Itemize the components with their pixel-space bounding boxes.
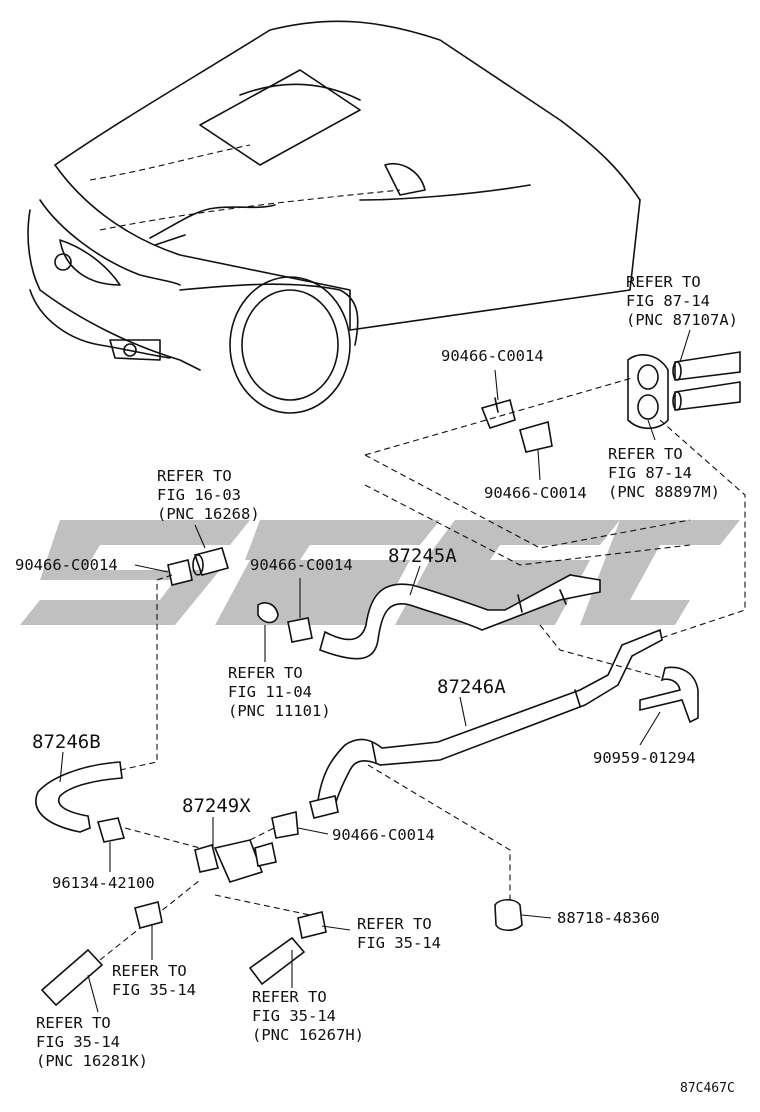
hose-87245a bbox=[319, 574, 601, 660]
label-ref-35-14-a: REFER TO FIG 35-14 bbox=[112, 962, 196, 999]
label-ref-35-14-b: REFER TO FIG 35-14 bbox=[357, 915, 441, 952]
pipe-stub-upper bbox=[672, 351, 741, 411]
label-clamp-top2: 90466-C0014 bbox=[484, 484, 587, 502]
valve-87249x bbox=[194, 839, 277, 883]
label-line: (PNC 16281K) bbox=[36, 1052, 148, 1070]
label-line: (PNC 11101) bbox=[228, 702, 331, 720]
label-line: (PNC 87107A) bbox=[626, 311, 738, 329]
figure-code: 87C467C bbox=[680, 1081, 735, 1096]
clamp-upper-1 bbox=[480, 397, 516, 429]
bracket-part bbox=[639, 666, 699, 724]
label-ref-11101: REFER TO FIG 11-04 (PNC 11101) bbox=[228, 664, 331, 720]
clip-88718 bbox=[494, 898, 523, 932]
label-clamp-low: 90466-C0014 bbox=[332, 826, 435, 844]
label-clamp-left: 90466-C0014 bbox=[15, 556, 118, 574]
clamp-upper-2 bbox=[519, 420, 553, 453]
label-ref-87107a: REFER TO FIG 87-14 (PNC 87107A) bbox=[626, 273, 738, 329]
pipe-16267h bbox=[248, 936, 306, 986]
hose-87246b bbox=[35, 761, 123, 833]
label-ref-16268: REFER TO FIG 16-03 (PNC 16268) bbox=[157, 467, 260, 523]
label-line: FIG 35-14 bbox=[112, 981, 196, 999]
label-hose-87246a: 87246A bbox=[437, 676, 506, 698]
label-line: FIG 35-14 bbox=[252, 1007, 336, 1025]
label-line: FIG 87-14 bbox=[626, 292, 710, 310]
label-line: REFER TO bbox=[112, 962, 187, 980]
clamp-left bbox=[167, 559, 193, 586]
clamp-bottom-left bbox=[134, 901, 163, 929]
clamp-lower bbox=[271, 810, 299, 839]
hose-87246a bbox=[317, 628, 663, 806]
label-line: FIG 35-14 bbox=[357, 934, 441, 952]
label-line: (PNC 16268) bbox=[157, 505, 260, 523]
label-line: REFER TO bbox=[626, 273, 701, 291]
label-line: REFER TO bbox=[608, 445, 683, 463]
pipe-stub-16268 bbox=[192, 547, 230, 576]
label-hose-87246b: 87246B bbox=[32, 731, 101, 753]
label-valve-87249x: 87249X bbox=[182, 795, 251, 817]
car-illustration bbox=[27, 20, 641, 414]
label-line: (PNC 88897M) bbox=[608, 483, 720, 501]
label-line: FIG 16-03 bbox=[157, 486, 241, 504]
label-ref-16267h: REFER TO FIG 35-14 (PNC 16267H) bbox=[252, 988, 364, 1044]
label-line: FIG 87-14 bbox=[608, 464, 692, 482]
label-line: REFER TO bbox=[228, 664, 303, 682]
label-line: FIG 11-04 bbox=[228, 683, 312, 701]
clamp-mid bbox=[287, 617, 313, 643]
label-line: FIG 35-14 bbox=[36, 1033, 120, 1051]
label-line: REFER TO bbox=[357, 915, 432, 933]
label-ref-16281k: REFER TO FIG 35-14 (PNC 16281K) bbox=[36, 1014, 148, 1070]
label-clip-88718: 88718-48360 bbox=[557, 909, 660, 927]
pipe-stub-11101 bbox=[257, 602, 279, 624]
label-line: (PNC 16267H) bbox=[252, 1026, 364, 1044]
label-clamp-top1: 90466-C0014 bbox=[441, 347, 544, 365]
label-clamp-mid: 90466-C0014 bbox=[250, 556, 353, 574]
clip-96134 bbox=[96, 817, 126, 843]
label-clip-96134: 96134-42100 bbox=[52, 874, 155, 892]
label-line: REFER TO bbox=[36, 1014, 111, 1032]
label-hose-87245a: 87245A bbox=[388, 545, 457, 567]
label-ref-88897m: REFER TO FIG 87-14 (PNC 88897M) bbox=[608, 445, 720, 501]
clamp-bottom-mid bbox=[297, 911, 327, 939]
pipe-16281k bbox=[40, 948, 104, 1007]
label-bracket: 90959-01294 bbox=[593, 749, 696, 767]
grommet-part bbox=[627, 354, 669, 430]
label-line: REFER TO bbox=[252, 988, 327, 1006]
label-line: REFER TO bbox=[157, 467, 232, 485]
